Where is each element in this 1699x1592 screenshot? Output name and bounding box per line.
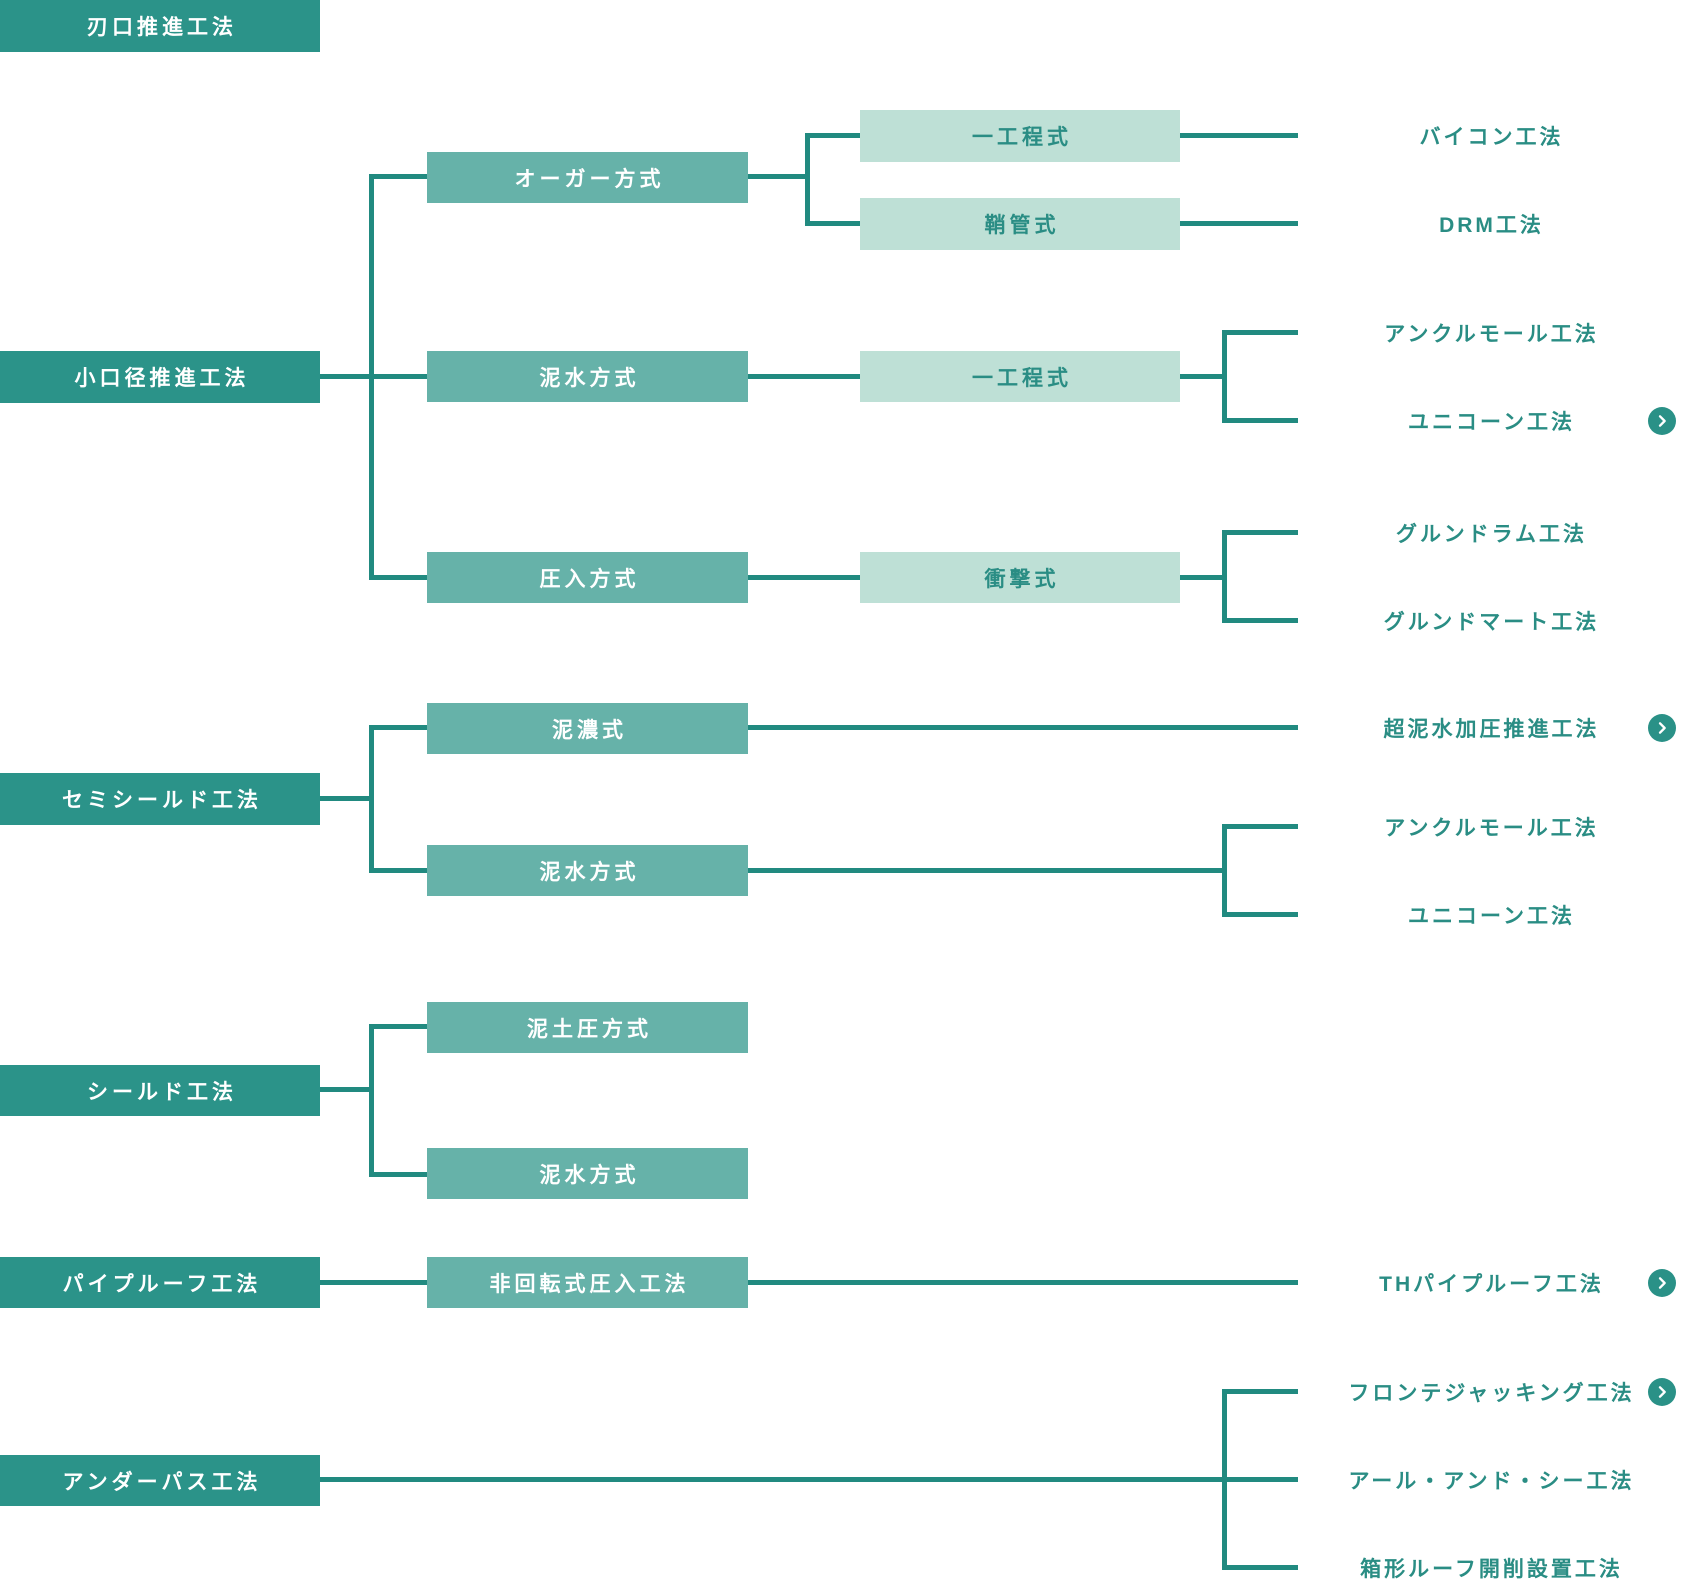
method-label: 泥水方式 <box>539 1163 640 1187</box>
category-box-shield: シールド工法 <box>0 1065 320 1116</box>
leaf-label-th[interactable]: THパイプルーフ工法 <box>1379 1273 1604 1296</box>
method-box-atsunyu: 圧入方式 <box>427 552 748 603</box>
connector-line <box>1180 133 1298 138</box>
leaf-label-ankuru2: アンクルモール工法 <box>1384 817 1599 840</box>
leaf-label-gurundramu: グルンドラム工法 <box>1396 523 1587 546</box>
method-label: 泥土圧方式 <box>527 1017 652 1041</box>
connector-line <box>1180 575 1227 580</box>
method-box-deisui2: 泥水方式 <box>427 845 748 896</box>
chevron-right-icon[interactable] <box>1648 1269 1676 1297</box>
category-label: アンダーパス工法 <box>62 1470 262 1494</box>
connector-line <box>1222 824 1298 829</box>
leaf-label-unicorn2: ユニコーン工法 <box>1408 905 1575 928</box>
connector-line <box>369 1024 427 1029</box>
connector-line <box>369 174 374 580</box>
submethod-box-ikkotei1: 一工程式 <box>860 110 1180 162</box>
category-label: パイプルーフ工法 <box>62 1272 262 1296</box>
connector-line <box>1222 912 1298 917</box>
leaf-label-unicorn1[interactable]: ユニコーン工法 <box>1408 411 1575 434</box>
submethod-box-shogeki: 衝撃式 <box>860 552 1180 603</box>
connector-line <box>1222 824 1227 917</box>
connector-line <box>748 374 860 379</box>
method-label: オーガー方式 <box>514 167 665 191</box>
connector-line <box>748 725 1298 730</box>
submethod-label: 鞘管式 <box>984 214 1060 237</box>
leaf-label-chodeisui[interactable]: 超泥水加圧推進工法 <box>1383 718 1600 741</box>
leaf-label-drm: DRM工法 <box>1439 214 1544 237</box>
method-box-deino: 泥濃式 <box>427 703 748 754</box>
connector-line <box>1222 418 1298 423</box>
connector-line <box>1180 221 1298 226</box>
submethod-label: 一工程式 <box>972 126 1072 149</box>
connector-line <box>1222 330 1227 423</box>
leaf-label-rc: アール・アンド・シー工法 <box>1348 1470 1635 1493</box>
method-label: 泥濃式 <box>552 718 627 742</box>
category-box-piperoof: パイプルーフ工法 <box>0 1257 320 1308</box>
connector-line <box>1222 1389 1227 1570</box>
connector-line <box>369 725 374 873</box>
method-box-deisui3: 泥水方式 <box>427 1148 748 1199</box>
submethod-label: 衝撃式 <box>984 567 1060 591</box>
leaf-label-baikon: バイコン工法 <box>1419 126 1564 149</box>
connector-line <box>748 868 1227 873</box>
method-label: 泥水方式 <box>539 860 640 884</box>
connector-line <box>805 221 860 226</box>
connector-line <box>1222 618 1298 623</box>
connector-line <box>748 575 860 580</box>
connector-line <box>1222 1565 1298 1570</box>
submethod-box-sayakan: 鞘管式 <box>860 198 1180 250</box>
submethod-label: 一工程式 <box>972 366 1072 390</box>
connector-line <box>320 1280 427 1285</box>
leaf-label-hakogata: 箱形ルーフ開削設置工法 <box>1360 1558 1623 1581</box>
connector-line <box>805 133 810 226</box>
method-label: 泥水方式 <box>539 366 640 390</box>
category-label: 刃口推進工法 <box>87 16 237 39</box>
connector-line <box>1222 1389 1298 1394</box>
category-box-haguchi: 刃口推進工法 <box>0 0 320 52</box>
connector-line <box>1222 530 1227 623</box>
category-label: セミシールド工法 <box>62 789 262 812</box>
connector-line <box>805 133 860 138</box>
connector-line <box>369 575 427 580</box>
category-box-underpass: アンダーパス工法 <box>0 1455 320 1506</box>
chevron-right-icon[interactable] <box>1648 1378 1676 1406</box>
method-box-hikaiten: 非回転式圧入工法 <box>427 1257 748 1308</box>
connector-line <box>369 1172 427 1177</box>
connector-line <box>1222 530 1298 535</box>
category-box-shokokei: 小口径推進工法 <box>0 351 320 403</box>
connector-line <box>320 1477 1298 1482</box>
method-label: 圧入方式 <box>539 567 640 591</box>
chevron-right-icon[interactable] <box>1648 714 1676 742</box>
connector-line <box>1222 330 1298 335</box>
connector-line <box>748 174 805 179</box>
connector-line <box>320 796 374 801</box>
method-box-auger: オーガー方式 <box>427 152 748 203</box>
method-label: 非回転式圧入工法 <box>489 1272 690 1296</box>
connector-line <box>369 868 427 873</box>
leaf-label-ankuru1: アンクルモール工法 <box>1384 323 1599 346</box>
chevron-right-icon[interactable] <box>1648 407 1676 435</box>
connector-line <box>320 1087 374 1092</box>
connector-line <box>369 1024 374 1177</box>
category-box-semi: セミシールド工法 <box>0 773 320 825</box>
leaf-label-fronte[interactable]: フロンテジャッキング工法 <box>1348 1382 1635 1405</box>
connector-line <box>1180 374 1227 379</box>
submethod-box-ikkotei2: 一工程式 <box>860 351 1180 402</box>
connector-line <box>748 1280 1298 1285</box>
method-box-deisui1: 泥水方式 <box>427 351 748 402</box>
connector-line <box>369 725 427 730</box>
category-label: 小口径推進工法 <box>74 367 250 390</box>
leaf-label-gurundmato: グルンドマート工法 <box>1383 611 1600 634</box>
method-box-deidoatsu: 泥土圧方式 <box>427 1002 748 1053</box>
connector-line <box>369 174 427 179</box>
category-label: シールド工法 <box>87 1080 237 1104</box>
